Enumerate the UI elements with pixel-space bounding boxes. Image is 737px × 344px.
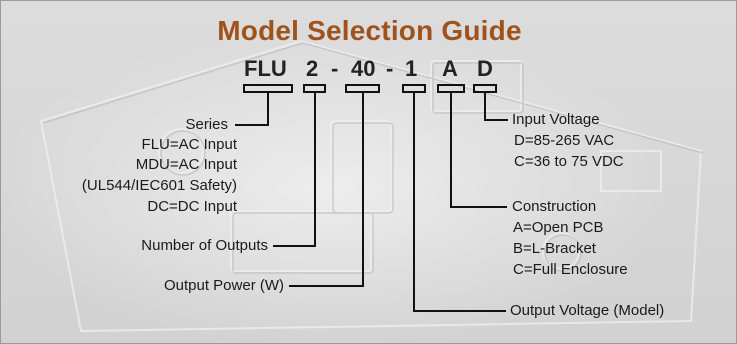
series-heading: Series [185, 116, 228, 133]
output-voltage-label: Output Voltage (Model) [510, 302, 665, 319]
input-voltage-option-d: D=85-265 VAC [514, 132, 615, 149]
leader-series [235, 92, 269, 126]
diagram-title: Model Selection Guide [217, 15, 522, 46]
output-power-label: Output Power (W) [163, 277, 284, 294]
input-voltage-option-c: C=36 to 75 VDC [514, 153, 624, 170]
leader-outputs [273, 92, 316, 247]
code-power: 40 [351, 56, 376, 81]
series-option-mdu-safety: (UL544/IEC601 Safety) [81, 177, 237, 194]
code-input: D [477, 56, 493, 81]
leader-input [484, 92, 508, 121]
box-power [345, 84, 380, 93]
series-option-dc: DC=DC Input [147, 198, 237, 215]
series-option-flu: FLU=AC Input [141, 136, 237, 153]
code-outputs: 2 [306, 56, 319, 81]
construction-heading: Construction [512, 198, 597, 215]
input-voltage-heading: Input Voltage [512, 111, 600, 128]
box-outputs [303, 84, 326, 93]
code-series: FLU [244, 56, 287, 81]
number-of-outputs-label: Number of Outputs [141, 237, 268, 254]
code-construction: A [442, 56, 458, 81]
box-series [243, 84, 293, 93]
construction-option-a: A=Open PCB [513, 219, 604, 236]
box-voltage [402, 84, 426, 93]
box-input [473, 84, 497, 93]
construction-option-c: C=Full Enclosure [513, 261, 628, 278]
code-dash-1: - [331, 56, 339, 81]
leader-construction [450, 92, 507, 208]
construction-option-b: B=L-Bracket [513, 240, 596, 257]
leader-power [289, 92, 364, 287]
code-voltage: 1 [405, 56, 418, 81]
leader-voltage [413, 92, 506, 312]
box-construction [437, 84, 465, 93]
series-option-mdu: MDU=AC Input [135, 156, 237, 173]
code-dash-2: - [386, 56, 394, 81]
